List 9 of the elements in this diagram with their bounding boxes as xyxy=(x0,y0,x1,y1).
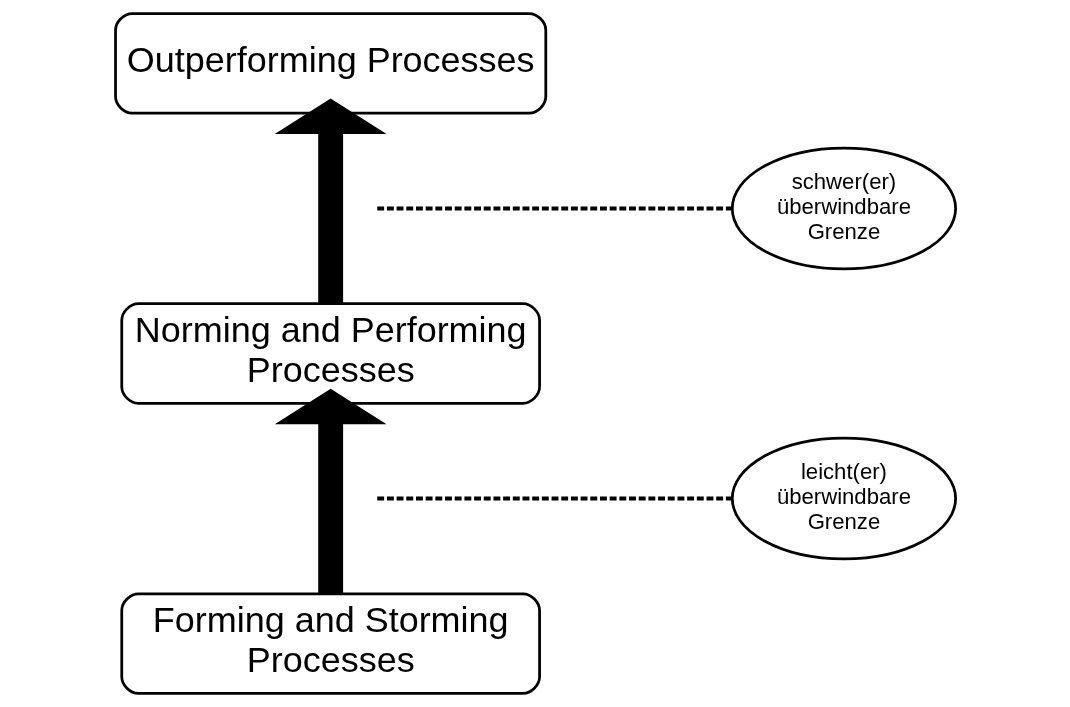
node-ellipse: schwer(er) überwindbare Grenze xyxy=(730,146,957,271)
node-box: Outperforming Processes xyxy=(113,12,547,115)
arrow xyxy=(274,388,387,594)
connector xyxy=(376,206,732,211)
node-box: Norming and Performing Processes xyxy=(119,302,541,405)
node-ellipse: leicht(er) überwindbare Grenze xyxy=(730,436,957,561)
arrow xyxy=(274,98,387,304)
node-box: Forming and Storming Processes xyxy=(119,592,541,695)
connector xyxy=(376,496,732,501)
